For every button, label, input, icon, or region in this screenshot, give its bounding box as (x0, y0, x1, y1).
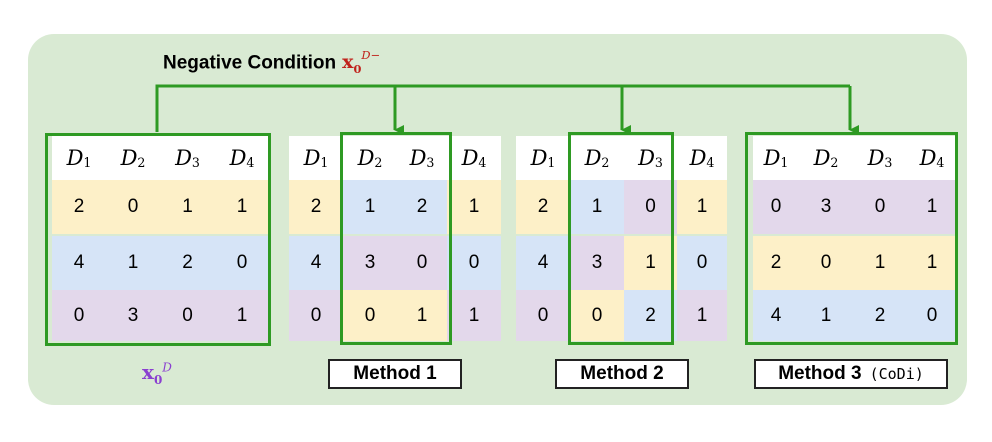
method3-cell-r1-c3: 0 (853, 180, 907, 234)
method1-cell-r2-c1: 4 (289, 236, 343, 290)
original-cell-r2-c1: 4 (52, 236, 106, 290)
method3-cell-r3-c2: 1 (799, 290, 853, 341)
original-cell-r2-c2: 1 (106, 236, 160, 290)
method1-cell-r1-c4: 1 (447, 180, 501, 234)
original-cell-r1-c2: 0 (106, 180, 160, 234)
original-cell-r1-c3: 1 (160, 180, 215, 234)
method2-cell-r1-c3: 0 (624, 180, 677, 234)
method3-cell-r1-c4: 1 (907, 180, 957, 234)
original-data-symbol: x0D (142, 360, 172, 387)
original-cell-r3-c2: 3 (106, 290, 160, 341)
original-cell-r2-c4: 0 (215, 236, 269, 290)
method1-label: Method 1 (328, 359, 462, 389)
negative-condition-symbol: x0D− (342, 48, 381, 77)
method2-label: Method 2 (555, 359, 689, 389)
original-cell-r1-c4: 1 (215, 180, 269, 234)
method2-cell-r3-c3: 2 (624, 290, 677, 341)
original-cell-r2-c3: 2 (160, 236, 215, 290)
method1-cell-r3-c3: 1 (397, 290, 447, 341)
method1-cell-r2-c4: 0 (447, 236, 501, 290)
method1-cell-r1-c3: 2 (397, 180, 447, 234)
method2-cell-r1-c4: 1 (677, 180, 727, 234)
method3-cell-r3-c4: 0 (907, 290, 957, 341)
method3-cell-r1-c1: 0 (753, 180, 799, 234)
method2-cell-r1-c2: 1 (570, 180, 624, 234)
condition-line (155, 84, 850, 132)
original-frame (45, 133, 271, 346)
method2-cell-r2-c4: 0 (677, 236, 727, 290)
method1-cell-r1-c2: 1 (343, 180, 397, 234)
method3-cell-r1-c2: 3 (799, 180, 853, 234)
method2-cell-r3-c2: 0 (570, 290, 624, 341)
method3-cell-r2-c4: 1 (907, 236, 957, 290)
method3-label: Method 3(CoDi) (754, 359, 948, 389)
method1-frame (340, 132, 452, 345)
method1-cell-r3-c2: 0 (343, 290, 397, 341)
method3-cell-r3-c1: 4 (753, 290, 799, 341)
method1-cell-r2-c3: 0 (397, 236, 447, 290)
method1-cell-r3-c4: 1 (447, 290, 501, 341)
method2-cell-r2-c1: 4 (516, 236, 570, 290)
method2-cell-r2-c3: 1 (624, 236, 677, 290)
method2-cell-r3-c1: 0 (516, 290, 570, 341)
original-cell-r3-c4: 1 (215, 290, 269, 341)
method1-cell-r3-c1: 0 (289, 290, 343, 341)
method2-cell-r3-c4: 1 (677, 290, 727, 341)
original-cell-r3-c1: 0 (52, 290, 106, 341)
method3-cell-r2-c2: 0 (799, 236, 853, 290)
method3-cell-r2-c3: 1 (853, 236, 907, 290)
method3-cell-r3-c3: 2 (853, 290, 907, 341)
method2-cell-r2-c2: 3 (570, 236, 624, 290)
method3-frame (745, 132, 958, 345)
method2-cell-r1-c1: 2 (516, 180, 570, 234)
original-cell-r3-c3: 0 (160, 290, 215, 341)
original-cell-r1-c1: 2 (52, 180, 106, 234)
method3-cell-r2-c1: 2 (753, 236, 799, 290)
method1-cell-r2-c2: 3 (343, 236, 397, 290)
method2-frame (568, 132, 674, 345)
method1-cell-r1-c1: 2 (289, 180, 343, 234)
